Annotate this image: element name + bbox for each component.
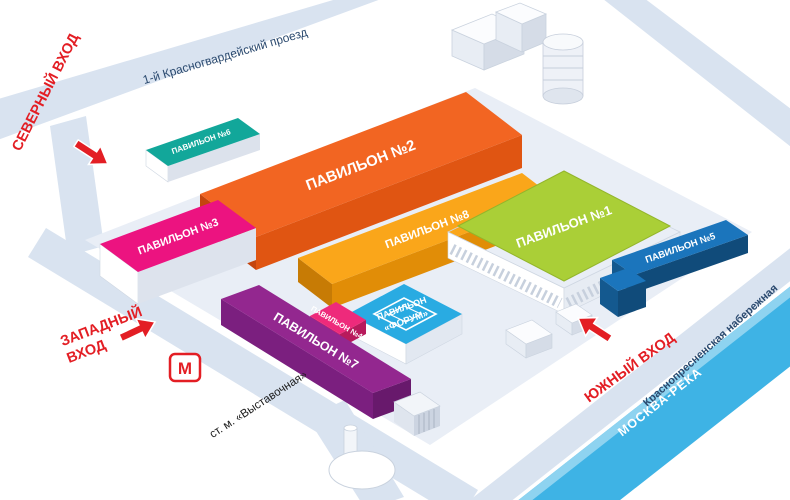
river-highlight — [518, 286, 790, 500]
pavilion-8-roof[interactable] — [298, 173, 556, 284]
south-entrance-arrow — [577, 316, 614, 344]
metro-icon-letter: М — [178, 359, 192, 378]
forum-roof[interactable] — [348, 284, 462, 344]
service-building-wall — [394, 402, 414, 436]
pavilion-7-roof[interactable] — [221, 285, 411, 393]
road-krasnogvardeysky — [0, 0, 379, 140]
white-building-2-roof — [494, 2, 548, 25]
pavilion-3-roof[interactable] — [100, 200, 256, 272]
small-building-roof — [505, 319, 553, 345]
pavilion-4-roof[interactable] — [310, 302, 366, 334]
pavilion-1-roof[interactable] — [456, 170, 672, 282]
road-embankment — [470, 248, 790, 500]
west-entrance-arrow — [117, 317, 157, 343]
north-entrance-arrow — [72, 138, 109, 166]
gas-holder-tower — [542, 41, 584, 97]
pavilion-6-roof[interactable] — [146, 118, 260, 166]
pavilion-6-wall[interactable] — [168, 134, 260, 182]
chimney-top — [343, 424, 358, 432]
service-buildings-north — [450, 2, 584, 105]
pavilion-7-wall[interactable] — [221, 299, 373, 419]
pavilion-5-wall[interactable] — [634, 235, 748, 293]
road-top-right — [604, 0, 790, 147]
pavilion-7-wall[interactable] — [373, 379, 411, 419]
pavilion-5[interactable]: ПАВИЛЬОН №5 — [600, 220, 748, 317]
pavilion-1-columns — [449, 244, 563, 308]
pavilion-5-roof[interactable] — [612, 220, 748, 275]
round-building — [328, 450, 396, 490]
pavilion-5-annex-wall[interactable] — [618, 281, 646, 317]
metro-icon — [168, 352, 202, 383]
entrance-arrows — [72, 138, 614, 344]
metro-marker: М — [168, 352, 202, 383]
pavilion-2-roof[interactable] — [200, 92, 522, 237]
pavilion-forum[interactable]: ПАВИЛЬОН «ФОРУМ» — [347, 284, 463, 365]
pavilion-8-wall[interactable] — [298, 258, 332, 308]
moskva-river — [518, 286, 790, 500]
pavilion-3-wall[interactable] — [138, 228, 256, 304]
forum-roof-step — [372, 297, 438, 331]
pavilion-6[interactable]: ПАВИЛЬОН №6 — [145, 118, 260, 183]
pavilion-5-annex-roof[interactable] — [600, 268, 646, 291]
tower-top — [542, 33, 584, 51]
service-building-roof — [393, 391, 441, 417]
pavilion-2-wall[interactable] — [256, 135, 522, 270]
forum-roof-step — [387, 305, 423, 323]
tower-base — [542, 87, 584, 105]
forum-wall[interactable] — [405, 313, 463, 365]
